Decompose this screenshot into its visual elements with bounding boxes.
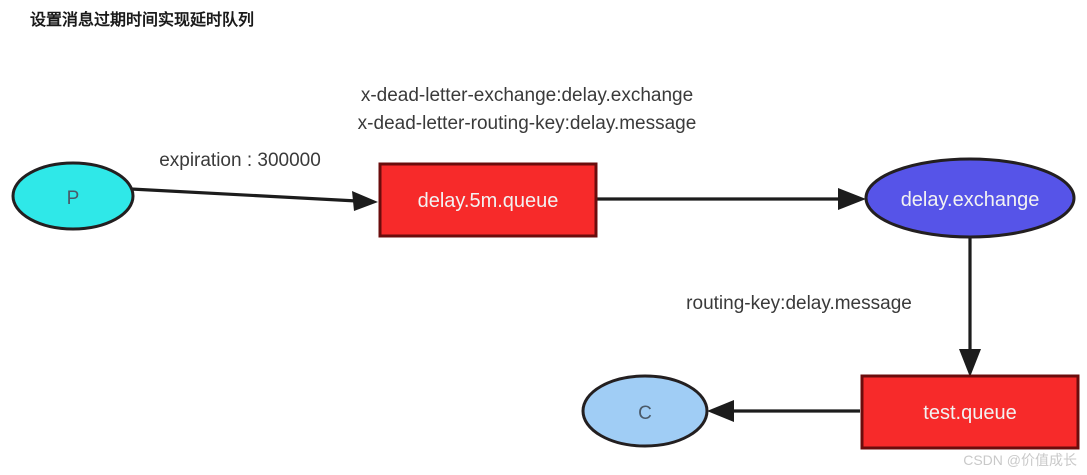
edge-test-queue-to-consumer — [707, 400, 860, 422]
page-title: 设置消息过期时间实现延时队列 — [30, 10, 254, 29]
annotation-line-2: x-dead-letter-routing-key:delay.message — [358, 113, 697, 134]
delay-queue-label: delay.5m.queue — [418, 190, 559, 212]
node-consumer[interactable]: C — [581, 374, 709, 448]
node-producer[interactable]: P — [11, 161, 135, 231]
node-test-queue[interactable]: test.queue — [860, 374, 1080, 450]
edge-delay-queue-to-exchange — [596, 188, 866, 210]
arrow-head-test-queue — [959, 349, 981, 377]
arrow-head-exchange — [838, 188, 866, 210]
edge-label-expiration: expiration : 300000 — [159, 150, 321, 171]
arrow-head-consumer — [707, 400, 734, 422]
producer-label: P — [67, 188, 80, 209]
edge-exchange-to-test-queue: routing-key:delay.message — [686, 237, 981, 377]
dead-letter-annotation: x-dead-letter-exchange:delay.exchange x-… — [358, 85, 697, 134]
csdn-watermark: CSDN @价值成长 — [963, 452, 1077, 468]
consumer-label: C — [638, 403, 652, 424]
annotation-line-1: x-dead-letter-exchange:delay.exchange — [361, 85, 693, 106]
node-delay-queue[interactable]: delay.5m.queue — [378, 162, 598, 238]
delay-queue-rect[interactable] — [378, 162, 598, 238]
producer-ellipse[interactable] — [11, 161, 135, 231]
test-queue-rect[interactable] — [860, 374, 1080, 450]
test-queue-label: test.queue — [923, 402, 1016, 424]
edge-line-producer-delay-queue — [130, 187, 358, 203]
edge-label-routing-key: routing-key:delay.message — [686, 293, 912, 314]
arrow-head-delay-queue — [352, 191, 378, 211]
delay-exchange-label: delay.exchange — [901, 189, 1040, 211]
delay-exchange-ellipse[interactable] — [864, 157, 1076, 239]
node-delay-exchange[interactable]: delay.exchange — [864, 157, 1076, 239]
edge-producer-to-delay-queue: expiration : 300000 — [130, 150, 378, 211]
consumer-ellipse[interactable] — [581, 374, 709, 448]
